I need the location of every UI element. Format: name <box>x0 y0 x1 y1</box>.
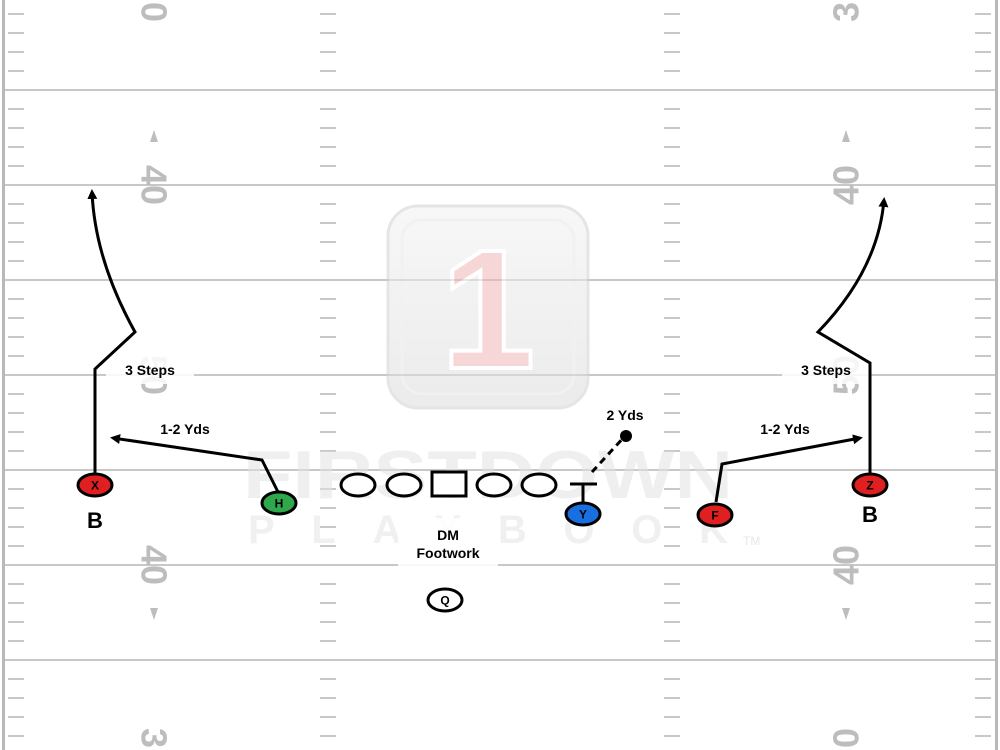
yard-number-upper-right: 40 <box>826 165 867 205</box>
player-z-marker <box>851 472 889 498</box>
player-f-label: F <box>711 509 718 523</box>
left-guard <box>385 472 423 498</box>
hash-marks <box>8 13 991 737</box>
label-bg <box>68 500 120 544</box>
label-backgrounds <box>68 356 895 568</box>
yard-number-bottom-right: 0 <box>826 728 867 748</box>
y-yds-label: 2 Yds <box>606 407 643 423</box>
yard-number-top-right: 3 <box>826 2 867 22</box>
player-q-label: Q <box>440 594 449 608</box>
yard-number-bottom-left: 3 <box>134 728 175 748</box>
watermark-badge-digit: 1 <box>441 215 536 405</box>
f-route <box>714 434 863 503</box>
player-y: Y <box>564 501 602 527</box>
player-z-label: Z <box>866 479 873 493</box>
label-bg <box>106 356 194 384</box>
left-tackle <box>339 472 377 498</box>
routes <box>87 189 889 504</box>
player-x-marker <box>76 472 114 498</box>
player-x-label: X <box>91 479 99 493</box>
watermark-badge <box>386 204 590 410</box>
player-f-marker <box>696 502 734 528</box>
right-b-label: B <box>862 502 878 527</box>
y-route-endpoint <box>620 430 632 442</box>
right-tackle <box>520 472 558 498</box>
left-yds-label: 1-2 Yds <box>160 421 210 437</box>
player-y-marker <box>564 501 602 527</box>
player-h: H <box>260 490 298 516</box>
yard-number-lower-left: 40 <box>134 545 175 585</box>
watermark-trademark: TM <box>743 534 760 548</box>
right-sideline <box>995 0 998 750</box>
player-z: Z <box>851 472 889 498</box>
player-y-label: Y <box>579 508 587 522</box>
right-yds-label: 1-2 Yds <box>760 421 810 437</box>
player-q: Q <box>426 587 464 613</box>
watermark: 1 FIRSTDOWN PLAYBOOK TM <box>243 204 760 552</box>
label-bg <box>398 518 498 568</box>
left-sideline <box>2 0 5 750</box>
yard-number-lower-right: 40 <box>826 545 867 585</box>
direction-arrow-icon <box>150 130 158 142</box>
offensive-line <box>339 470 558 498</box>
dm-label-line1: DM <box>437 527 459 543</box>
label-bg <box>742 415 827 443</box>
direction-arrow-icon <box>842 608 850 620</box>
watermark-badge-inner <box>400 218 576 396</box>
direction-arrow-icon <box>150 608 158 620</box>
left-b-label: B <box>87 508 103 533</box>
dm-label-line2: Footwork <box>417 545 480 561</box>
center <box>430 470 468 498</box>
label-bg <box>845 498 895 540</box>
direction-arrows <box>150 130 850 620</box>
z-route <box>815 197 889 485</box>
player-h-label: H <box>275 497 284 511</box>
yard-numbers: 0 3 40 40 50 50 40 40 3 0 <box>134 2 867 748</box>
x-route <box>87 189 137 485</box>
y-dashed-route <box>590 434 627 474</box>
left-steps-label: 3 Steps <box>125 362 175 378</box>
yard-number-upper-left: 40 <box>134 165 175 205</box>
player-q-marker <box>426 587 464 613</box>
right-steps-label: 3 Steps <box>801 362 851 378</box>
label-bg <box>143 415 228 443</box>
yard-number-top-left: 0 <box>134 2 175 22</box>
right-guard <box>475 472 513 498</box>
player-h-marker <box>260 490 298 516</box>
direction-arrow-icon <box>842 130 850 142</box>
player-x: X <box>76 472 114 498</box>
annotations: 3 Steps 3 Steps 1-2 Yds 1-2 Yds 2 Yds DM… <box>87 362 878 561</box>
player-f: F <box>696 502 734 528</box>
label-bg <box>782 356 870 384</box>
h-route <box>110 434 280 493</box>
